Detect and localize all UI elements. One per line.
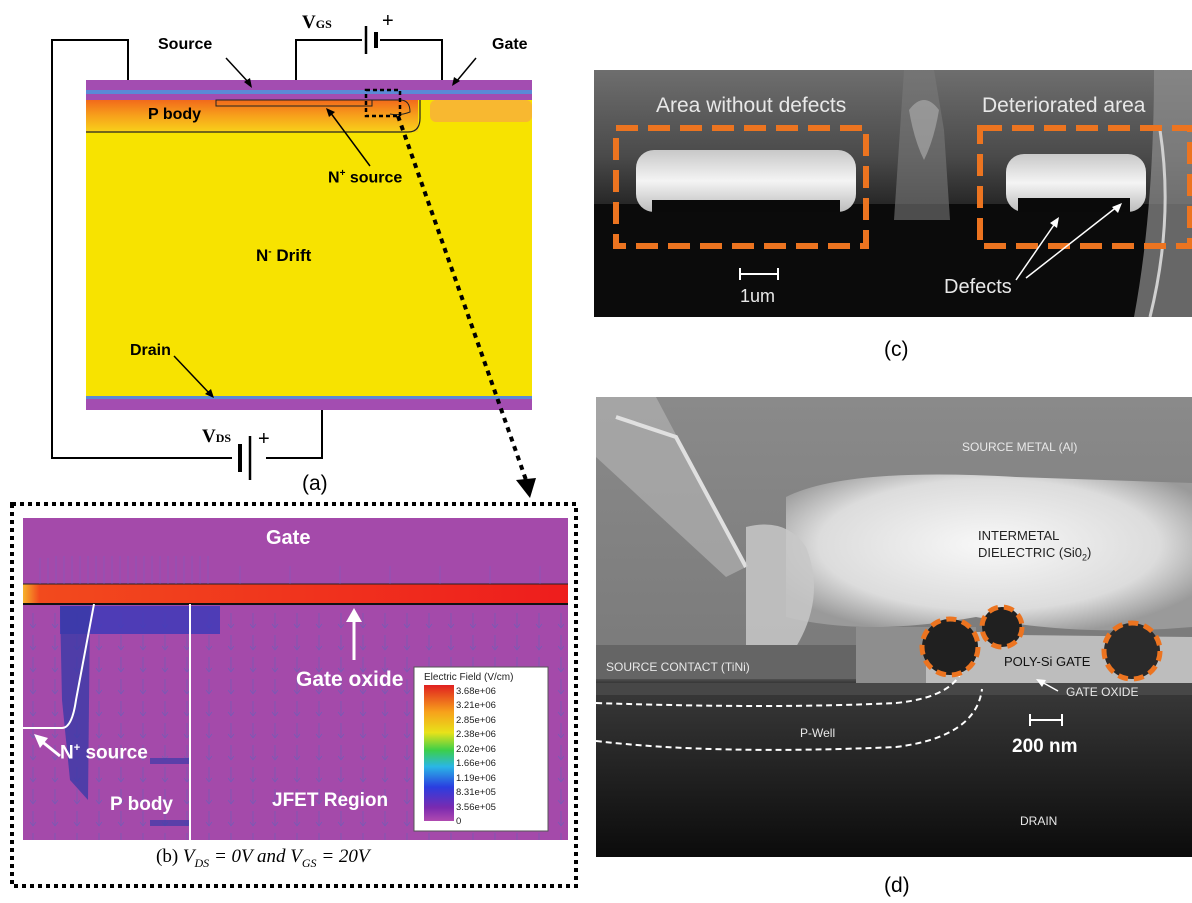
legend-value: 3.21e+06 bbox=[456, 700, 496, 712]
legend-value: 8.31e+05 bbox=[456, 787, 496, 799]
void-defect-1 bbox=[919, 616, 981, 678]
n-source-boundary bbox=[23, 603, 95, 729]
intact-gate-structure bbox=[636, 150, 856, 212]
gate-oxide-label-d: GATE OXIDE bbox=[1066, 685, 1139, 699]
vgs-label: VGS bbox=[302, 12, 332, 33]
degraded-gate-structure bbox=[1006, 154, 1146, 212]
vds-label: VDS bbox=[202, 426, 232, 447]
p-body-label: P body bbox=[148, 106, 202, 123]
p-well-boundary-upper bbox=[596, 664, 965, 707]
p-body-label-b: P body bbox=[110, 794, 173, 815]
drain-source-wire bbox=[51, 39, 232, 459]
drain-label: Drain bbox=[130, 342, 171, 359]
caption-a: (a) bbox=[302, 472, 328, 495]
void-defect-3 bbox=[1101, 620, 1163, 682]
legend-value: 0 bbox=[456, 816, 462, 827]
caption-b: (b) VDS = 0V and VGS = 20V bbox=[156, 846, 370, 870]
no-defect-label: Area without defects bbox=[656, 94, 847, 117]
zoom-region-box bbox=[364, 88, 402, 118]
legend-value: 3.68e+06 bbox=[456, 686, 496, 697]
scale-label-c: 1um bbox=[740, 286, 776, 306]
p-body-region bbox=[86, 100, 418, 132]
caption-c: (c) bbox=[884, 338, 909, 361]
jfet-label: JFET Region bbox=[272, 790, 389, 811]
legend-title: Electric Field (V/cm) bbox=[424, 672, 514, 683]
legend-value: 1.19e+06 bbox=[456, 772, 496, 784]
vds-plus: + bbox=[258, 428, 270, 450]
zoom-frame bbox=[10, 502, 578, 888]
source-metal-label: SOURCE METAL (Al) bbox=[962, 440, 1078, 454]
source-label: Source bbox=[158, 36, 213, 53]
mosfet-cross-section bbox=[51, 26, 536, 498]
p-well-boundary-lower bbox=[596, 688, 983, 751]
n-drift-region bbox=[86, 80, 532, 410]
top-metal bbox=[86, 80, 532, 90]
legend-value: 2.85e+06 bbox=[456, 714, 496, 726]
drain-metal bbox=[86, 398, 532, 410]
poly-gate-label: POLY-Si GATE bbox=[1004, 654, 1091, 669]
sem-image-d bbox=[596, 397, 1192, 857]
source-contact-label: SOURCE CONTACT (TiNi) bbox=[606, 660, 750, 674]
caption-d: (d) bbox=[884, 874, 910, 897]
defects-label: Defects bbox=[944, 276, 1012, 298]
legend-colorbar bbox=[424, 685, 454, 821]
defect-box bbox=[977, 125, 1192, 249]
intermetal-dielectric bbox=[786, 474, 1192, 631]
gate-source-wire bbox=[295, 39, 362, 80]
scale-label-d: 200 nm bbox=[1012, 736, 1078, 757]
deteriorated-label: Deteriorated area bbox=[982, 94, 1146, 117]
no-defect-box bbox=[613, 125, 869, 249]
gate-oxide-layer bbox=[23, 584, 568, 604]
legend-value: 2.38e+06 bbox=[456, 729, 496, 741]
drain-label-d: DRAIN bbox=[1020, 814, 1058, 828]
vgs-plus: + bbox=[382, 10, 394, 32]
legend-value: 3.56e+05 bbox=[456, 801, 496, 813]
zoom-arrow bbox=[396, 115, 528, 481]
gate-oxide-label: Gate oxide bbox=[296, 668, 404, 691]
legend-value: 2.02e+06 bbox=[456, 743, 496, 755]
gate-label-b: Gate bbox=[266, 527, 311, 549]
gate-label: Gate bbox=[492, 36, 528, 53]
intermetal-label-1: INTERMETAL bbox=[978, 528, 1060, 543]
p-well-label: P-Well bbox=[800, 726, 836, 740]
electric-field-simulation bbox=[10, 502, 578, 888]
n-source-label-b: N+ source bbox=[60, 742, 148, 764]
intermetal-label-2: DIELECTRIC (Si02) bbox=[978, 545, 1092, 563]
n-drift-label: N- Drift bbox=[256, 246, 312, 265]
sem-image-c bbox=[594, 70, 1192, 317]
void-defect-2 bbox=[979, 604, 1025, 650]
legend-value: 1.66e+06 bbox=[456, 758, 496, 770]
n-source-label: N+ source bbox=[328, 168, 403, 187]
